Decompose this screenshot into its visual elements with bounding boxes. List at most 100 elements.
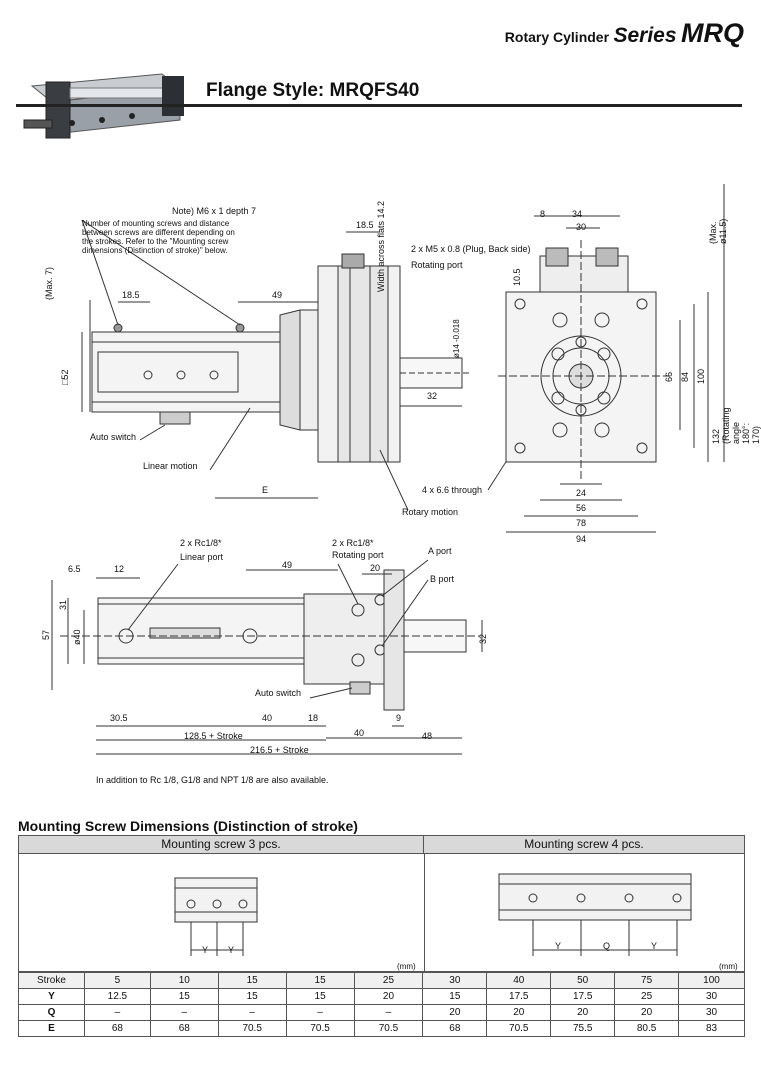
table-cell: 20 — [486, 1004, 552, 1021]
width-across-flats: Width across flats 14.2 — [376, 200, 386, 292]
table-cell: 15 — [217, 988, 287, 1005]
note-line-1: Number of mounting screws and distance — [82, 219, 230, 228]
table-cell: 20 — [550, 1004, 616, 1021]
dim-30-5: 30.5 — [110, 713, 128, 723]
rotating-port-bottom: Rotating port — [332, 550, 384, 560]
dim-78: 78 — [576, 518, 587, 528]
table-cell: 50 — [550, 972, 616, 989]
table-cell: 68 — [83, 1020, 151, 1037]
dim-132: 132 (Rotating angle 180°: 170) — [711, 407, 761, 444]
dim-6-5: 6.5 — [68, 564, 81, 574]
table-cell: 70.5 — [486, 1020, 552, 1037]
table-cell: 83 — [678, 1020, 745, 1037]
dim-57: 57 — [41, 629, 51, 640]
table-cell: – — [149, 1004, 219, 1021]
dim-40-a: 40 — [262, 713, 273, 723]
page-title: Flange Style: MRQFS40 — [206, 80, 420, 101]
dim-20: 20 — [370, 563, 381, 573]
dim-32-bottom: 32 — [478, 633, 488, 644]
table-row-e: E 68 68 70.5 70.5 70.5 68 70.5 75.5 80.5… — [18, 1020, 745, 1037]
table-cell: 30 — [678, 1004, 745, 1021]
table-cell: – — [285, 1004, 355, 1021]
table-cell: 20 — [422, 1004, 488, 1021]
table-row-stroke: Stroke 5 10 15 15 25 30 40 50 75 100 — [18, 972, 745, 989]
dim-94: 94 — [576, 534, 587, 544]
table-cell: 30 — [678, 988, 745, 1005]
dim-8: 8 — [540, 209, 546, 219]
series-word: Series — [613, 24, 677, 47]
rc-footnote: In addition to Rc 1/8, G1/8 and NPT 1/8 … — [96, 775, 329, 785]
product-photo — [23, 73, 184, 139]
table-cell: 70.5 — [217, 1020, 287, 1037]
note-line-4: dimensions (Distinction of stroke)" belo… — [82, 246, 228, 255]
dim-40-b: 40 — [354, 728, 365, 738]
mounting-screw-table: Stroke 5 10 15 15 25 30 40 50 75 100 Y 1… — [18, 972, 745, 1037]
row-label-e: E — [18, 1020, 85, 1037]
product-name: Rotary Cylinder — [504, 29, 610, 45]
table-cell: 15 — [285, 988, 355, 1005]
table-cell: 5 — [83, 972, 151, 989]
a-port: A port — [428, 546, 452, 556]
top-view-drawing — [81, 184, 725, 533]
dim-49: 49 — [272, 290, 283, 300]
table-cell: 80.5 — [614, 1020, 680, 1037]
dim-216-5: 216.5 + Stroke — [250, 745, 309, 755]
label-linear-motion: Linear motion — [143, 461, 198, 471]
table-cell: 40 — [486, 972, 552, 989]
mounting-illustration-box: Mounting screw 3 pcs. Mounting screw 4 p… — [18, 835, 745, 972]
plug-note: 2 x M5 x 0.8 (Plug, Back side) — [411, 244, 531, 254]
table-cell: 15 — [422, 988, 488, 1005]
table-cell: 75 — [614, 972, 680, 989]
mounting-section-title: Mounting Screw Dimensions (Distinction o… — [18, 818, 358, 834]
table-cell: 17.5 — [486, 988, 552, 1005]
dim-max7: (Max. 7) — [44, 266, 54, 300]
dim-48: 48 — [422, 731, 433, 741]
dim-dia40: ø40 — [72, 629, 82, 645]
dim-56: 56 — [576, 503, 587, 513]
side-view-drawing — [51, 559, 483, 755]
column-divider — [424, 854, 425, 971]
table-row-y: Y 12.5 15 15 15 20 15 17.5 17.5 25 30 — [18, 988, 745, 1005]
title-rule — [16, 104, 742, 107]
dim-84: 84 — [680, 371, 690, 382]
table-cell: 17.5 — [550, 988, 616, 1005]
note-title: Note) M6 x 1 depth 7 — [172, 206, 257, 216]
dim-dia14: ø14 -0.018 — [452, 319, 461, 358]
table-cell: 12.5 — [83, 988, 151, 1005]
table-cell: 20 — [614, 1004, 680, 1021]
table-cell: 30 — [422, 972, 488, 989]
y-label-right-2: Y — [651, 941, 658, 951]
dim-49-bottom: 49 — [282, 560, 293, 570]
rc-linear: 2 x Rc1/8* — [180, 538, 222, 548]
y-label-right-1: Y — [555, 941, 562, 951]
dim-18-5-b: 18.5 — [356, 220, 374, 230]
dim-66: 66 — [664, 371, 674, 382]
table-cell: 15 — [285, 972, 355, 989]
dim-12: 12 — [114, 564, 125, 574]
y-label-left-2: Y — [228, 945, 235, 955]
dim-9: 9 — [396, 713, 402, 723]
table-cell: 10 — [149, 972, 219, 989]
dim-24: 24 — [576, 488, 587, 498]
table-cell: 25 — [353, 972, 424, 989]
table-cell: 68 — [422, 1020, 488, 1037]
header-product-line: Rotary Cylinder Series MRQ — [505, 18, 744, 49]
table-cell: 15 — [217, 972, 287, 989]
label-auto-switch-top: Auto switch — [90, 432, 137, 442]
table-cell: 70.5 — [285, 1020, 355, 1037]
dim-10-5: 10.5 — [512, 268, 522, 286]
row-label-q: Q — [18, 1004, 85, 1021]
table-row-q: Q – – – – – 20 20 20 20 30 — [18, 1004, 745, 1021]
series-code: MRQ — [681, 18, 744, 48]
auto-switch-bottom: Auto switch — [255, 688, 302, 698]
screw-4pcs-diagram — [498, 873, 692, 956]
row-label-y: Y — [18, 988, 85, 1005]
label-rotary-motion: Rotary motion — [402, 507, 459, 517]
table-cell: 75.5 — [550, 1020, 616, 1037]
b-port: B port — [430, 574, 455, 584]
dim-100: 100 — [696, 368, 706, 384]
q-label: Q — [603, 941, 611, 951]
dim-32-top: 32 — [427, 391, 438, 401]
rc-rotating: 2 x Rc1/8* — [332, 538, 374, 548]
dim-18: 18 — [308, 713, 319, 723]
